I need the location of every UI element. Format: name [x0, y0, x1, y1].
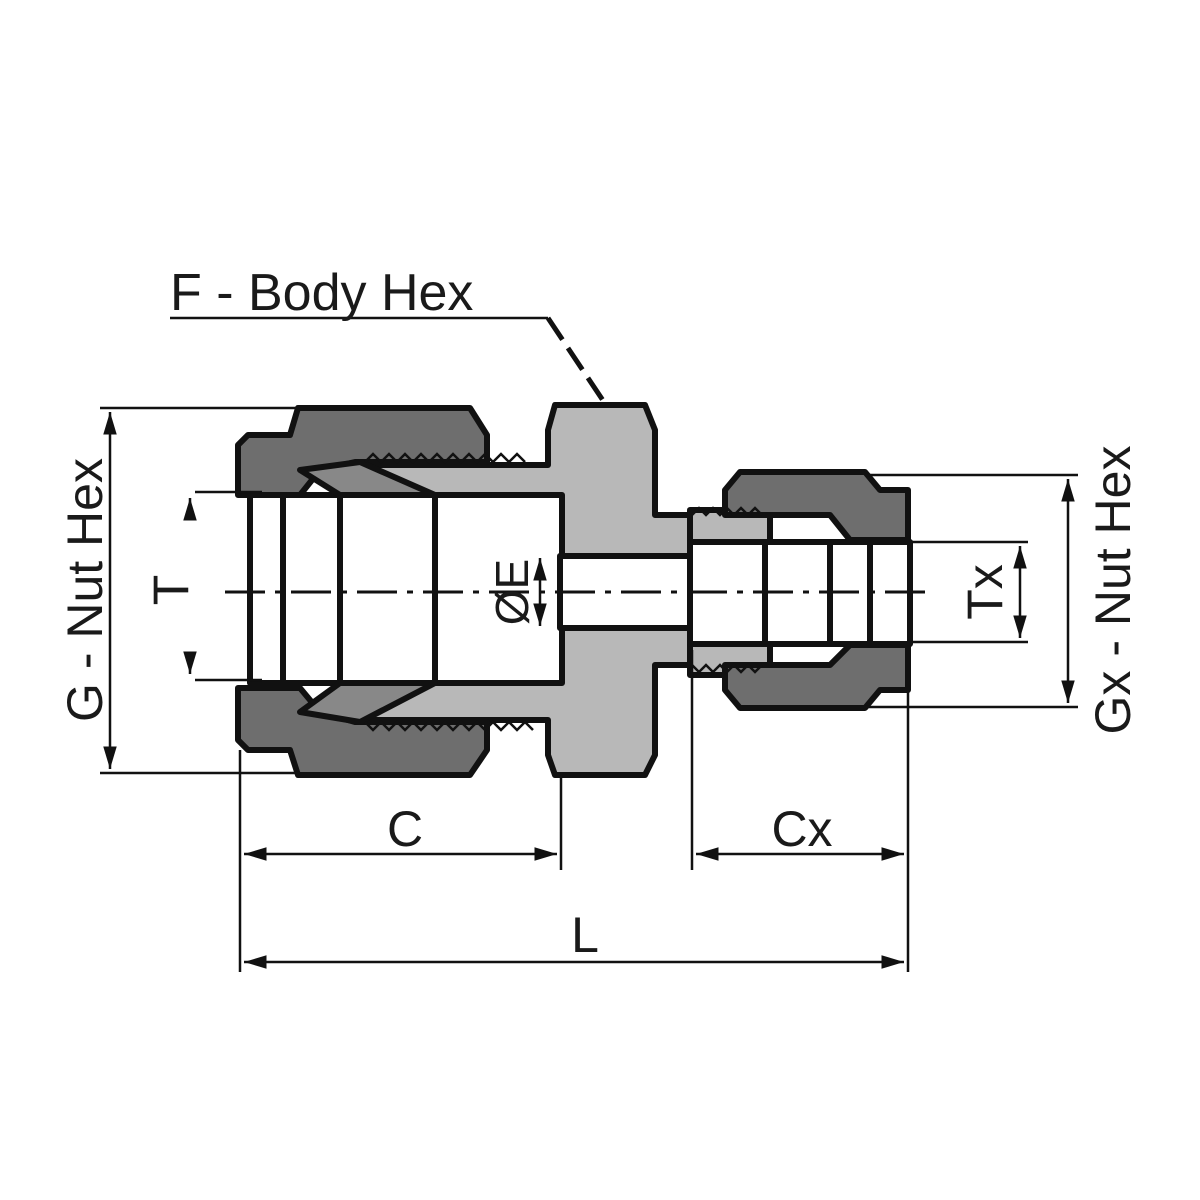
right-nut-bottom [722, 642, 911, 711]
nut-hex-label: G - Nut Hex [57, 458, 113, 722]
nut-hex-x-label: Gx - Nut Hex [1085, 446, 1141, 735]
body-hex-leader [545, 316, 609, 407]
body-hex-label: F - Body Hex [170, 264, 473, 322]
tube-x-label: Tx [957, 564, 1013, 620]
left-ferrule-cone [297, 459, 438, 725]
right-nut-top [722, 469, 911, 543]
left-ferrule [280, 495, 438, 683]
tube-label: T [143, 575, 199, 606]
threads [364, 452, 763, 732]
bore-label: ØE [486, 559, 538, 625]
length-cx-label: Cx [771, 801, 832, 857]
length-l-label: L [571, 907, 599, 963]
length-c-label: C [387, 801, 423, 857]
